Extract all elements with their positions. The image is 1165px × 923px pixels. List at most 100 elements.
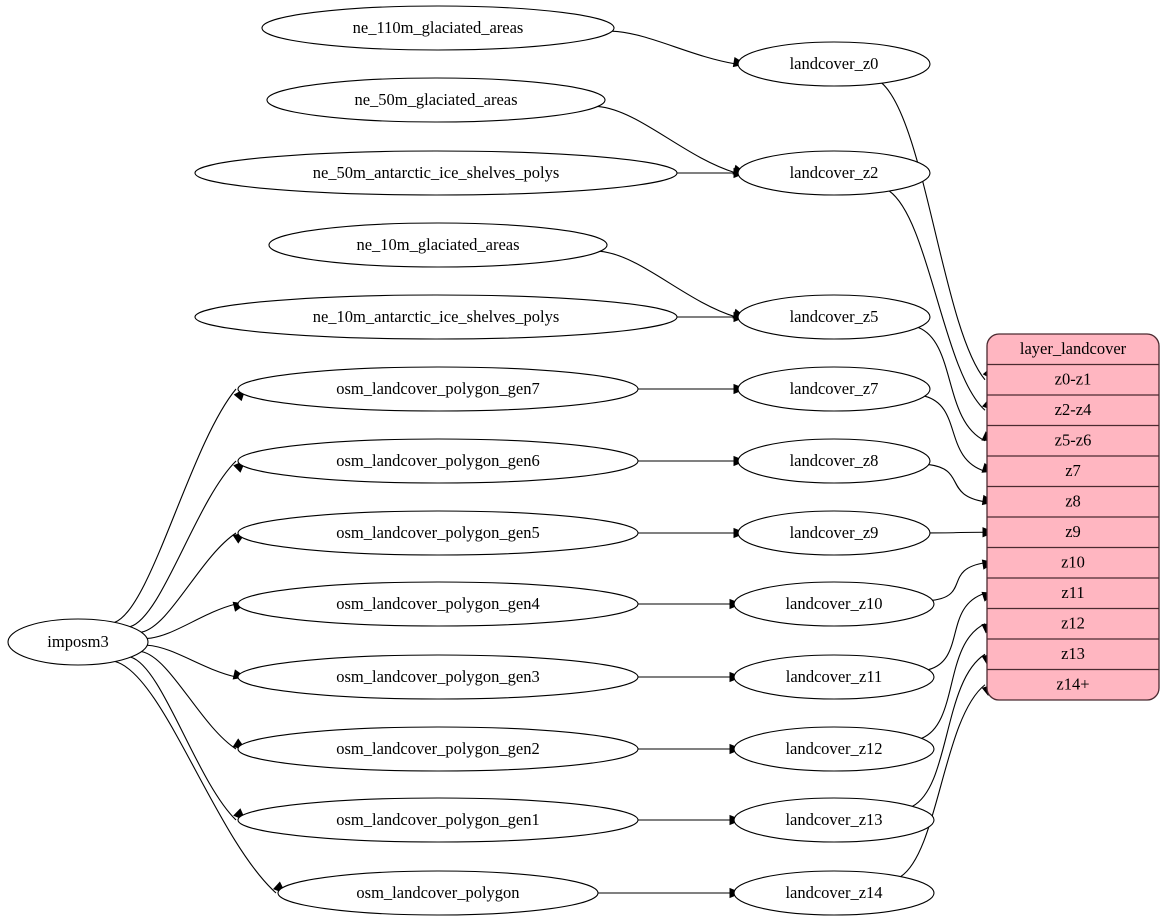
node-landcover_z12[interactable]: landcover_z12 (733, 726, 935, 772)
node-ellipse (737, 294, 931, 340)
edge-ne_10m_glaciated_areas-to-landcover_z5 (599, 250, 737, 318)
node-label: landcover_z12 (785, 739, 882, 758)
edge-landcover_z0-to-z0-z1 (881, 82, 986, 381)
node-landcover_z5[interactable]: landcover_z5 (737, 294, 931, 340)
node-imposm3[interactable]: imposm3 (7, 618, 149, 666)
node-ellipse (737, 41, 931, 87)
node-landcover_z10[interactable]: landcover_z10 (733, 581, 935, 627)
node-osm_landcover_polygon[interactable]: osm_landcover_polygon (277, 870, 599, 916)
table-row-z13[interactable]: z13 (1061, 644, 1085, 663)
node-label: ne_10m_glaciated_areas (356, 235, 519, 254)
table-row-z5-z6[interactable]: z5-z6 (1055, 431, 1092, 450)
node-landcover_z8[interactable]: landcover_z8 (737, 438, 931, 484)
node-ellipse (237, 581, 639, 627)
edge-ne_110m_glaciated_areas-to-landcover_z0 (612, 30, 737, 65)
node-label: osm_landcover_polygon_gen6 (336, 451, 539, 470)
node-landcover_z7[interactable]: landcover_z7 (737, 366, 931, 412)
node-ellipse (737, 366, 931, 412)
table-row-z7[interactable]: z7 (1065, 461, 1081, 480)
node-label: landcover_z11 (786, 667, 883, 686)
node-osm_landcover_polygon_gen2[interactable]: osm_landcover_polygon_gen2 (237, 726, 639, 772)
node-ellipse (237, 366, 639, 412)
table-row-z14+[interactable]: z14+ (1056, 675, 1089, 694)
edge-landcover_z9-to-z9 (929, 531, 986, 534)
node-osm_landcover_polygon_gen3[interactable]: osm_landcover_polygon_gen3 (237, 654, 639, 700)
node-landcover_z13[interactable]: landcover_z13 (733, 797, 935, 843)
nodes-layer: ne_110m_glaciated_areas ne_50m_glaciated_… (7, 5, 1160, 916)
node-ellipse (737, 510, 931, 556)
node-ne_10m_glaciated_areas[interactable]: ne_10m_glaciated_areas (268, 222, 608, 268)
node-ellipse (261, 5, 615, 51)
node-landcover_z9[interactable]: landcover_z9 (737, 510, 931, 556)
node-ellipse (733, 581, 935, 627)
edge-landcover_z7-to-z7 (924, 395, 986, 472)
node-label: osm_landcover_polygon (356, 883, 519, 902)
edge-imposm3-to-osm_landcover_polygon_gen7 (114, 388, 237, 623)
node-ne_110m_glaciated_areas[interactable]: ne_110m_glaciated_areas (261, 5, 615, 51)
node-ellipse (737, 438, 931, 484)
node-label: landcover_z13 (785, 810, 882, 829)
table-row-z8[interactable]: z8 (1065, 492, 1081, 511)
node-osm_landcover_polygon_gen1[interactable]: osm_landcover_polygon_gen1 (237, 797, 639, 843)
table-header-label: layer_landcover (1020, 339, 1127, 358)
node-label: landcover_z9 (790, 523, 879, 542)
node-ellipse (733, 726, 935, 772)
node-label: ne_50m_antarctic_ice_shelves_polys (313, 163, 560, 182)
node-ellipse (194, 294, 678, 340)
node-ellipse (733, 870, 935, 916)
edge-imposm3-to-osm_landcover_polygon_gen1 (130, 656, 237, 821)
edge-landcover_z8-to-z8 (928, 464, 986, 503)
node-label: osm_landcover_polygon_gen7 (336, 379, 539, 398)
edge-landcover_z11-to-z11 (928, 592, 986, 671)
node-label: landcover_z8 (790, 451, 879, 470)
node-label: ne_50m_glaciated_areas (354, 90, 517, 109)
table-row-z10[interactable]: z10 (1061, 553, 1085, 572)
node-label: landcover_z2 (790, 163, 879, 182)
node-landcover_z14[interactable]: landcover_z14 (733, 870, 935, 916)
node-ellipse (237, 726, 639, 772)
node-label: osm_landcover_polygon_gen4 (336, 594, 539, 613)
layer-landcover-table[interactable]: layer_landcover z0-z1 z2-z4 z5-z6 z7 z8 z9 z10 z… (986, 333, 1160, 701)
node-landcover_z2[interactable]: landcover_z2 (737, 150, 931, 196)
edge-landcover_z13-to-z13 (912, 653, 986, 807)
node-ellipse (7, 618, 149, 666)
edge-imposm3-to-osm_landcover_polygon_gen4 (147, 603, 237, 640)
node-ne_10m_antarctic_ice_shelves_polys[interactable]: ne_10m_antarctic_ice_shelves_polys (194, 294, 678, 340)
node-label: landcover_z7 (790, 379, 879, 398)
node-ellipse (737, 150, 931, 196)
node-ne_50m_antarctic_ice_shelves_polys[interactable]: ne_50m_antarctic_ice_shelves_polys (194, 150, 678, 196)
node-label: osm_landcover_polygon_gen5 (336, 523, 539, 542)
edge-ne_50m_glaciated_areas-to-landcover_z2 (597, 105, 737, 174)
node-ellipse (733, 797, 935, 843)
edge-landcover_z12-to-z12 (921, 623, 986, 739)
table-row-z9[interactable]: z9 (1065, 522, 1081, 541)
node-ellipse (733, 654, 935, 700)
node-ellipse (237, 438, 639, 484)
table-row-z12[interactable]: z12 (1061, 614, 1085, 633)
node-ellipse (237, 797, 639, 843)
node-ellipse (237, 654, 639, 700)
table-row-z0-z1[interactable]: z0-z1 (1055, 370, 1092, 389)
node-label: landcover_z10 (785, 594, 882, 613)
node-osm_landcover_polygon_gen7[interactable]: osm_landcover_polygon_gen7 (237, 366, 639, 412)
node-label: ne_10m_antarctic_ice_shelves_polys (313, 307, 560, 326)
node-ellipse (194, 150, 678, 196)
node-label: osm_landcover_polygon_gen1 (336, 810, 539, 829)
table-row-z2-z4[interactable]: z2-z4 (1055, 400, 1092, 419)
edge-landcover_z14-to-z14+ (900, 684, 986, 878)
edge-imposm3-to-osm_landcover_polygon_gen2 (141, 651, 237, 750)
node-osm_landcover_polygon_gen4[interactable]: osm_landcover_polygon_gen4 (237, 581, 639, 627)
node-label: osm_landcover_polygon_gen2 (336, 739, 539, 758)
node-landcover_z11[interactable]: landcover_z11 (733, 654, 935, 700)
node-label: landcover_z5 (790, 307, 879, 326)
node-ne_50m_glaciated_areas[interactable]: ne_50m_glaciated_areas (266, 77, 606, 123)
node-label: landcover_z14 (785, 883, 882, 902)
table-row-z11[interactable]: z11 (1061, 583, 1084, 602)
node-landcover_z0[interactable]: landcover_z0 (737, 41, 931, 87)
node-osm_landcover_polygon_gen6[interactable]: osm_landcover_polygon_gen6 (237, 438, 639, 484)
node-osm_landcover_polygon_gen5[interactable]: osm_landcover_polygon_gen5 (237, 510, 639, 556)
edge-imposm3-to-osm_landcover_polygon_gen5 (141, 532, 237, 633)
edge-imposm3-to-osm_landcover_polygon_gen6 (129, 460, 237, 628)
node-ellipse (268, 222, 608, 268)
